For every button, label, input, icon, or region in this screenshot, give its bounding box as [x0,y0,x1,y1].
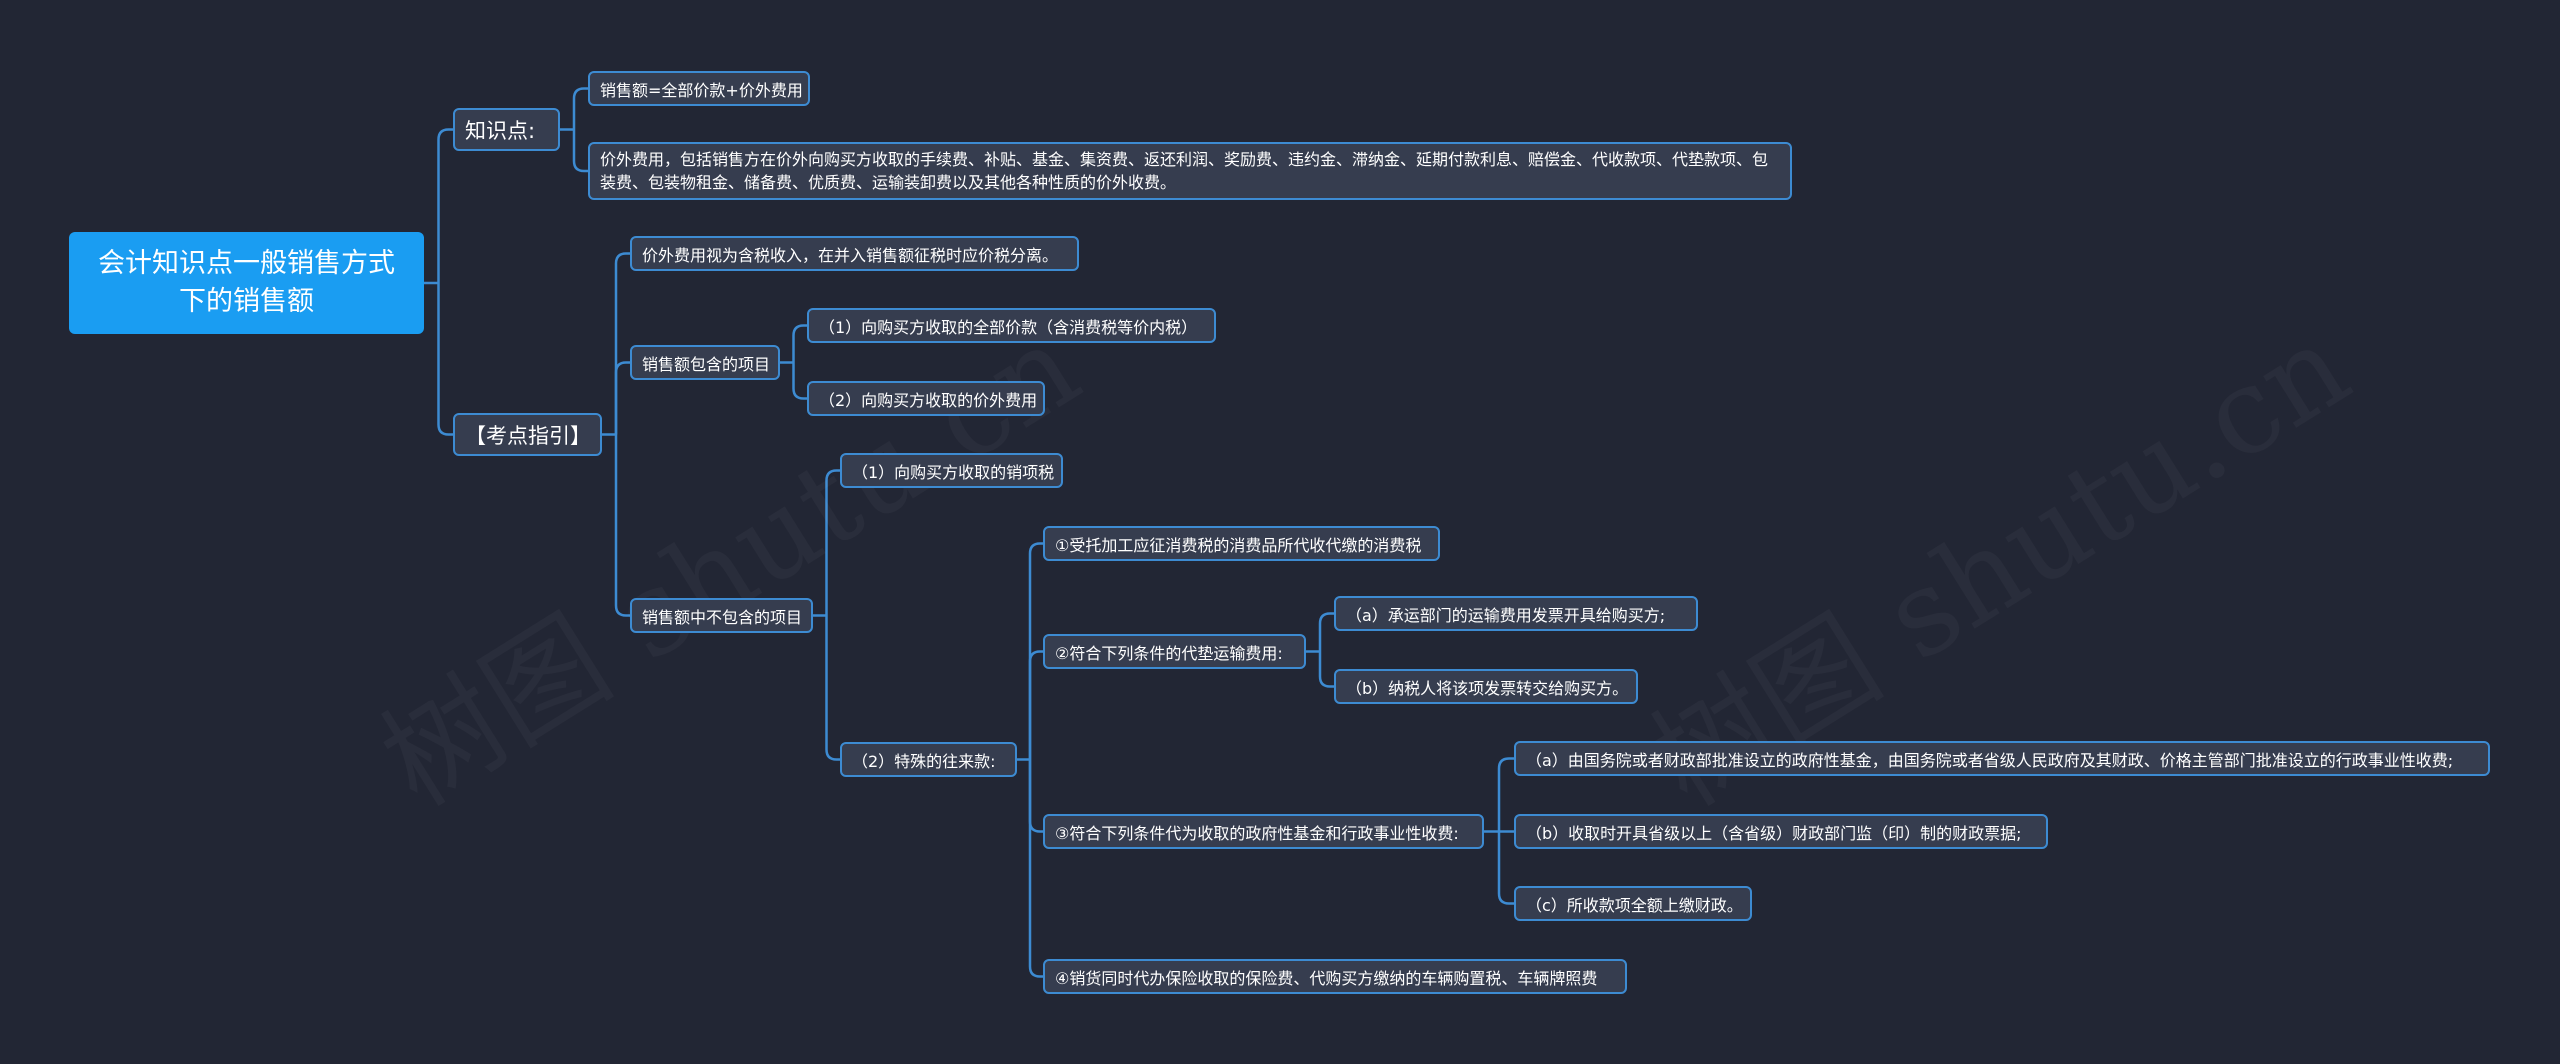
topic-consumption-tax-collected[interactable]: ①受托加工应征消费税的消费品所代收代缴的消费税 [1043,526,1440,561]
connector-line [614,361,630,435]
connector-line [1497,757,1514,832]
topic-special-payments[interactable]: （2）特殊的往来款: [840,742,1017,777]
connector-line [572,87,588,130]
topic-invoice-transfer[interactable]: （b）纳税人将该项发票转交给购买方。 [1334,669,1638,704]
connector-line [792,362,807,400]
connector-line [437,283,453,436]
connector-line [1028,542,1043,760]
topic-transport-invoice[interactable]: （a）承运部门的运输费用发票开具给购买方; [1334,596,1698,631]
topic-sales-formula[interactable]: 销售额=全部价款+价外费用 [588,71,810,106]
topic-included-full-price[interactable]: （1）向购买方收取的全部价款（含消费税等价内税） [807,308,1216,343]
topic-exam-guide[interactable]: 【考点指引】 [453,413,602,456]
topic-included-extra-fees[interactable]: （2）向购买方收取的价外费用 [807,381,1045,416]
topic-remit-to-treasury[interactable]: （c）所收款项全额上缴财政。 [1514,886,1752,921]
connector-line [614,434,630,617]
connector-line [825,615,840,761]
topic-tax-inclusive-income[interactable]: 价外费用视为含税收入，在并入销售额征税时应价税分离。 [630,236,1079,271]
connector-line [1318,651,1334,688]
topic-transport-fees[interactable]: ②符合下列条件的代垫运输费用: [1043,634,1306,669]
topic-government-funds[interactable]: ③符合下列条件代为收取的政府性基金和行政事业性收费: [1043,814,1484,849]
connector-line [1028,650,1043,760]
topic-insurance-and-vehicle-fees[interactable]: ④销货同时代办保险收取的保险费、代购买方缴纳的车辆购置税、车辆牌照费 [1043,959,1627,994]
topic-extra-fees-definition[interactable]: 价外费用，包括销售方在价外向购买方收取的手续费、补贴、基金、集资费、返还利润、奖… [588,142,1792,200]
connector-line [614,252,630,435]
topic-sales-excluded[interactable]: 销售额中不包含的项目 [630,598,813,633]
connector-line [1028,759,1043,978]
connector-line [1028,759,1043,833]
connector-line [572,129,588,173]
topic-knowledge-points[interactable]: 知识点: [453,108,560,151]
connector-line [825,469,840,616]
topic-approved-funds[interactable]: （a）由国务院或者财政部批准设立的政府性基金，由国务院或者省级人民政府及其财政、… [1514,741,2490,776]
topic-sales-included[interactable]: 销售额包含的项目 [630,345,780,380]
connector-line [437,128,453,283]
connector-line [1318,612,1334,652]
root-topic[interactable]: 会计知识点一般销售方式下的销售额 [69,232,424,334]
connector-line [792,324,807,363]
connector-line [1497,831,1514,905]
topic-fiscal-receipts[interactable]: （b）收取时开具省级以上（含省级）财政部门监（印）制的财政票据; [1514,814,2048,849]
topic-output-vat[interactable]: （1）向购买方收取的销项税 [840,453,1063,488]
